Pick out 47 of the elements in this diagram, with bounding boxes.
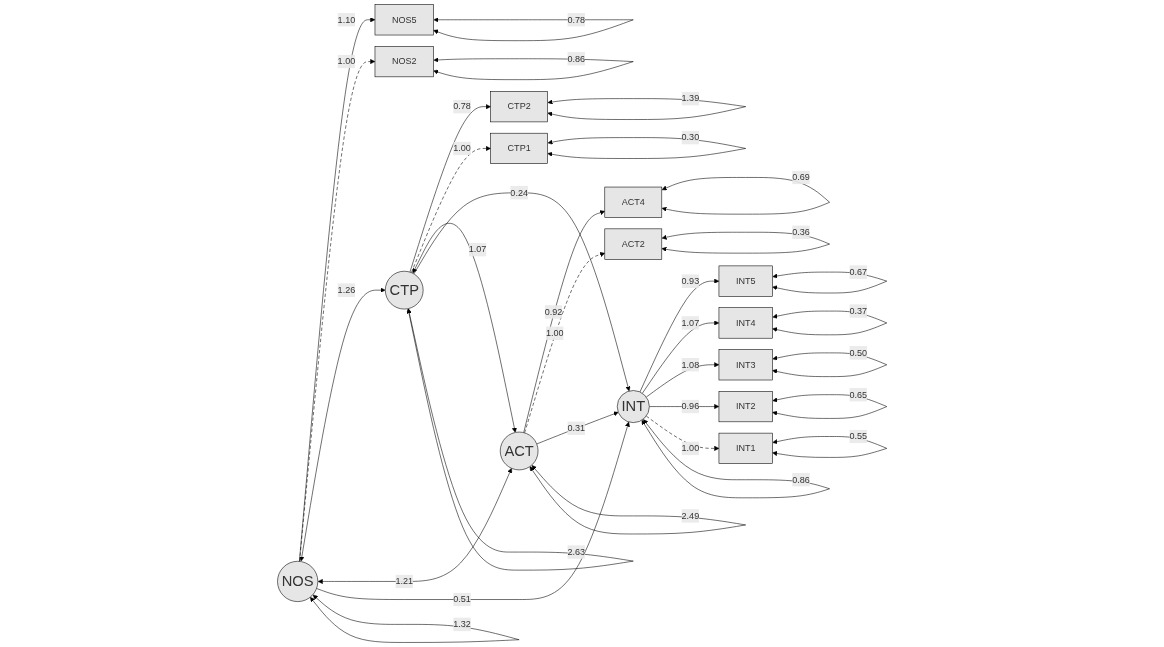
edge-label: 1.26 <box>337 285 355 295</box>
node-box: NOS5 <box>374 4 434 36</box>
edge-label: 0.86 <box>567 53 585 64</box>
node-box: CTP2 <box>490 91 548 123</box>
node-circle: INT <box>616 390 650 423</box>
edge-label: 0.78 <box>567 14 585 25</box>
edge-label: 1.07 <box>681 317 699 328</box>
node-box: ACT2 <box>604 228 662 260</box>
edge-label: 1.32 <box>453 619 471 629</box>
edge-label: 1.00 <box>545 328 564 338</box>
edge-label: 0.36 <box>792 227 810 237</box>
edge-label: 1.00 <box>681 443 699 453</box>
edge-label: 0.93 <box>681 276 699 286</box>
edge-label: 1.07 <box>468 244 487 255</box>
edge-label: 0.92 <box>544 306 563 317</box>
edge-label: 1.08 <box>681 359 699 370</box>
edge-label: 1.10 <box>337 14 355 25</box>
edge-label: 0.31 <box>567 423 585 433</box>
edge-label: 0.96 <box>681 401 699 412</box>
edge-label: 0.86 <box>792 474 810 485</box>
edge-label: 0.37 <box>849 306 867 316</box>
node-box: NOS2 <box>374 46 434 78</box>
node-box: INT5 <box>718 265 773 297</box>
node-box: ACT4 <box>604 186 662 218</box>
node-box: INT2 <box>718 391 773 423</box>
edge-label: 0.50 <box>849 347 867 358</box>
edge-label: 2.63 <box>567 546 585 557</box>
edge-label: 1.39 <box>681 93 699 104</box>
edge-label: 1.00 <box>453 143 471 153</box>
node-circle: ACT <box>499 431 539 471</box>
edge-label: 0.55 <box>849 431 867 442</box>
edge-label: 2.49 <box>681 510 699 521</box>
edge-label: 0.51 <box>453 594 471 605</box>
edge-label: 1.21 <box>395 576 413 586</box>
edge-label: 0.78 <box>453 101 471 112</box>
edge-label: 0.69 <box>792 172 810 182</box>
node-box: CTP1 <box>490 132 548 164</box>
edge-label: 0.30 <box>681 132 699 143</box>
edge-label: 0.24 <box>510 187 528 198</box>
node-circle: CTP <box>384 270 424 310</box>
edge-label: 1.00 <box>337 56 355 67</box>
edge-label: 0.65 <box>849 389 867 400</box>
node-box: INT4 <box>718 307 773 339</box>
node-circle: NOS <box>277 561 318 602</box>
node-box: INT3 <box>718 349 773 381</box>
edge-label: 0.67 <box>849 267 867 277</box>
node-box: INT1 <box>718 432 773 464</box>
